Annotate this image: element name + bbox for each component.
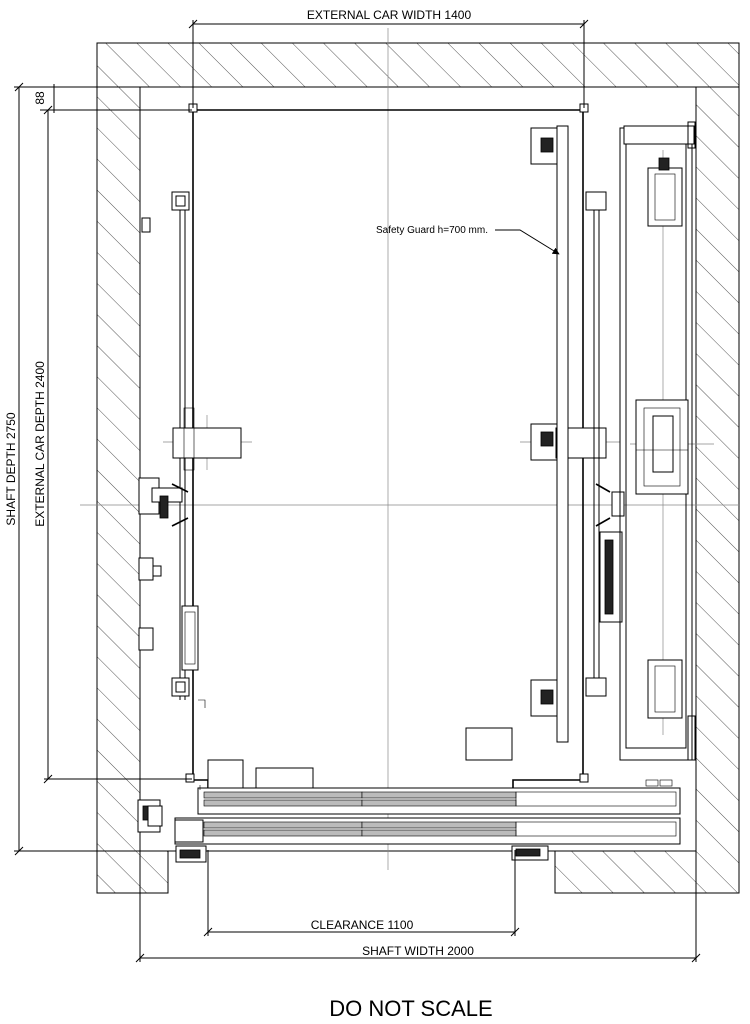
landing-door-panel-1	[203, 821, 363, 829]
left-guide-rail	[138, 191, 242, 708]
safety-guard-bar	[556, 125, 569, 743]
counterweight-frame	[619, 121, 696, 787]
safety-guard-label: Safety Guard h=700 mm.	[376, 225, 488, 236]
dimension-external-car-width: EXTERNAL CAR WIDTH 1400	[188, 8, 589, 108]
counterweight-top	[647, 167, 683, 227]
shaft-depth-label: SHAFT DEPTH 2750	[4, 412, 18, 525]
dimension-shaft-depth: SHAFT DEPTH 2750	[4, 82, 140, 856]
wall-top	[96, 42, 740, 88]
door-header-box-left	[207, 759, 244, 791]
top-gap-label: 88	[33, 91, 47, 105]
wall-right	[695, 86, 740, 894]
right-guide-rail	[530, 127, 625, 717]
external-car-width-label: EXTERNAL CAR WIDTH 1400	[307, 8, 472, 22]
dimension-top-gap: 88	[33, 84, 58, 113]
car-door-panel-2	[361, 791, 517, 799]
shaft-walls	[96, 42, 740, 894]
safety-guard: Safety Guard h=700 mm.	[376, 125, 569, 743]
car-operating-panel	[181, 605, 199, 671]
door-header-box-right	[255, 767, 314, 791]
landing-door-assembly	[137, 727, 681, 863]
dimension-clearance: CLEARANCE 1100	[203, 850, 520, 937]
landing-door-panel-2	[361, 821, 517, 829]
external-car-depth-label: EXTERNAL CAR DEPTH 2400	[33, 361, 47, 527]
light-curtain-box	[465, 727, 513, 761]
clearance-label: CLEARANCE 1100	[311, 918, 414, 932]
left-counter-block	[172, 427, 242, 459]
wall-bottom-left	[139, 850, 169, 894]
shaft-width-label: SHAFT WIDTH 2000	[362, 944, 474, 958]
dimension-shaft-width: SHAFT WIDTH 2000	[135, 851, 701, 963]
car-outline	[185, 103, 589, 791]
wall-left	[96, 86, 141, 894]
wall-bottom-right	[554, 850, 697, 894]
counterweight-bottom	[647, 659, 683, 719]
do-not-scale-note: DO NOT SCALE	[329, 996, 492, 1021]
dimension-external-car-depth: EXTERNAL CAR DEPTH 2400	[33, 105, 192, 784]
car-door-panel-1	[203, 791, 363, 799]
